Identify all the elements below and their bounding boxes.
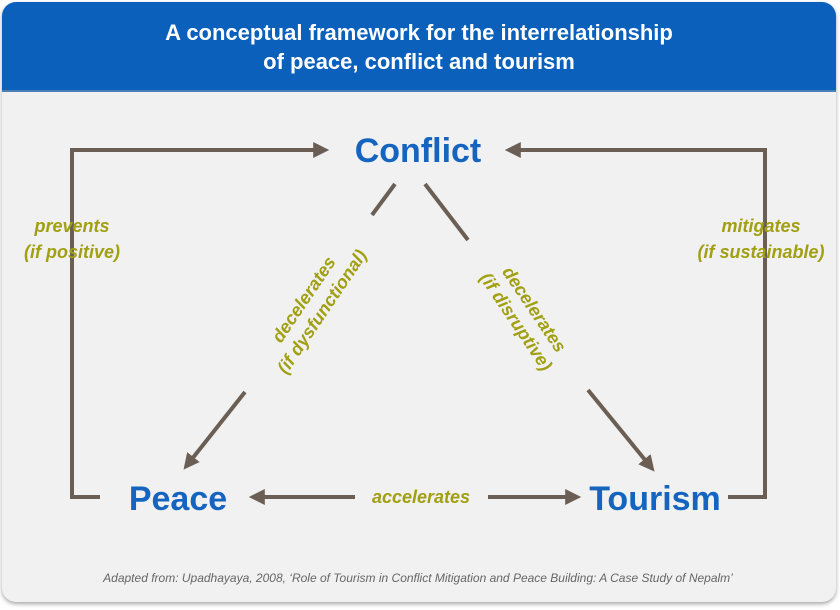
label-prevents: prevents (33, 216, 109, 236)
label-accelerates: accelerates (372, 487, 470, 507)
label-if-positive: (if positive) (24, 242, 120, 262)
diagram-title: A conceptual framework for the interrela… (2, 2, 836, 92)
citation: Adapted from: Upadhayaya, 2008, ‘Role of… (102, 571, 733, 585)
diagram-card: A conceptual framework for the interrela… (2, 2, 836, 602)
arrow-conflict-to-tourism (586, 388, 655, 472)
node-tourism: Tourism (589, 480, 721, 518)
node-conflict: Conflict (355, 132, 482, 170)
arrow-tourism-to-conflict (504, 142, 767, 499)
node-peace: Peace (129, 480, 227, 518)
arrow-peace-to-conflict (70, 142, 330, 499)
title-line-2: of peace, conflict and tourism (263, 49, 575, 74)
arrow-conflict-to-tourism-upper (423, 182, 470, 242)
label-if-sustainable: (if sustainable) (697, 242, 824, 262)
arrow-conflict-to-peace-upper (370, 182, 397, 217)
arrow-conflict-to-peace (183, 390, 247, 470)
title-line-1: A conceptual framework for the interrela… (165, 20, 673, 45)
label-mitigates: mitigates (721, 216, 800, 236)
